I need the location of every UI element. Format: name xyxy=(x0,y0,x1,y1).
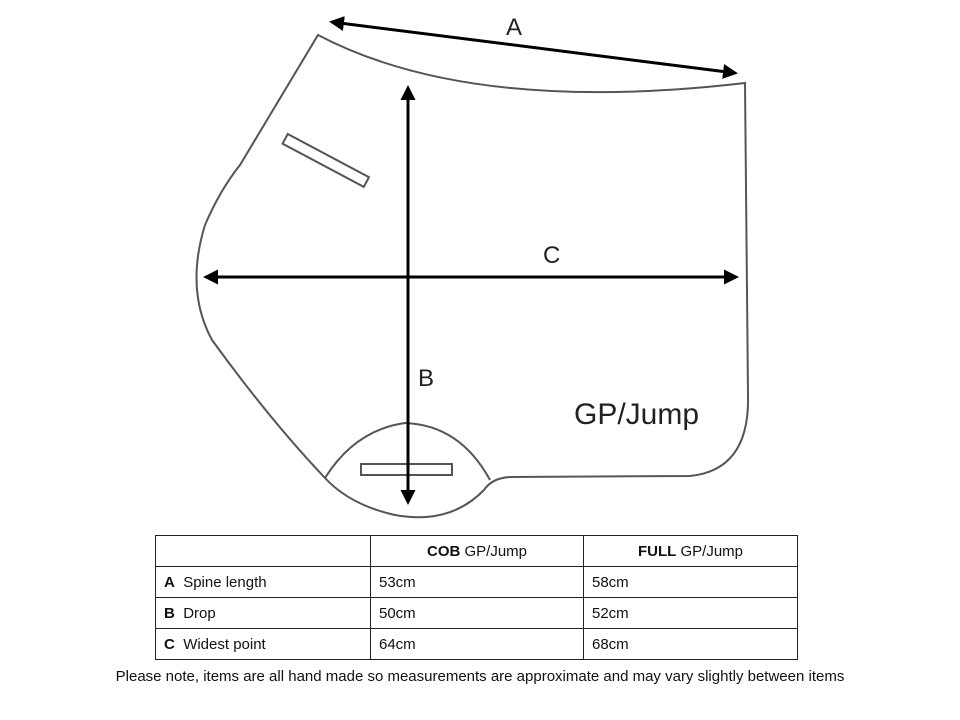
row-label: C Widest point xyxy=(155,628,371,660)
table-row: C Widest point 64cm 68cm xyxy=(155,628,798,660)
row-label: B Drop xyxy=(155,597,371,629)
arrow-a xyxy=(329,16,738,79)
table-row: A Spine length 53cm 58cm xyxy=(155,566,798,598)
saddle-pad-diagram xyxy=(195,16,750,519)
full-value: 58cm xyxy=(583,566,798,598)
header-cell-empty xyxy=(155,535,371,567)
size-table: COB GP/Jump FULL GP/Jump A Spine length … xyxy=(155,535,798,660)
cob-value: 53cm xyxy=(370,566,584,598)
full-value: 52cm xyxy=(583,597,798,629)
cob-value: 64cm xyxy=(370,628,584,660)
header-full: FULL GP/Jump xyxy=(583,535,798,567)
table-header-row: COB GP/Jump FULL GP/Jump xyxy=(155,535,798,567)
full-value: 68cm xyxy=(583,628,798,660)
row-label: A Spine length xyxy=(155,566,371,598)
label-c: C xyxy=(543,242,561,269)
disclaimer-note: Please note, items are all hand made so … xyxy=(115,668,845,685)
strap-slot-upper xyxy=(281,132,371,189)
table-row: B Drop 50cm 52cm xyxy=(155,597,798,629)
label-a: A xyxy=(506,14,523,41)
label-b: B xyxy=(418,365,435,392)
cob-value: 50cm xyxy=(370,597,584,629)
pad-type-title: GP/Jump xyxy=(574,398,700,431)
header-cob: COB GP/Jump xyxy=(370,535,584,567)
